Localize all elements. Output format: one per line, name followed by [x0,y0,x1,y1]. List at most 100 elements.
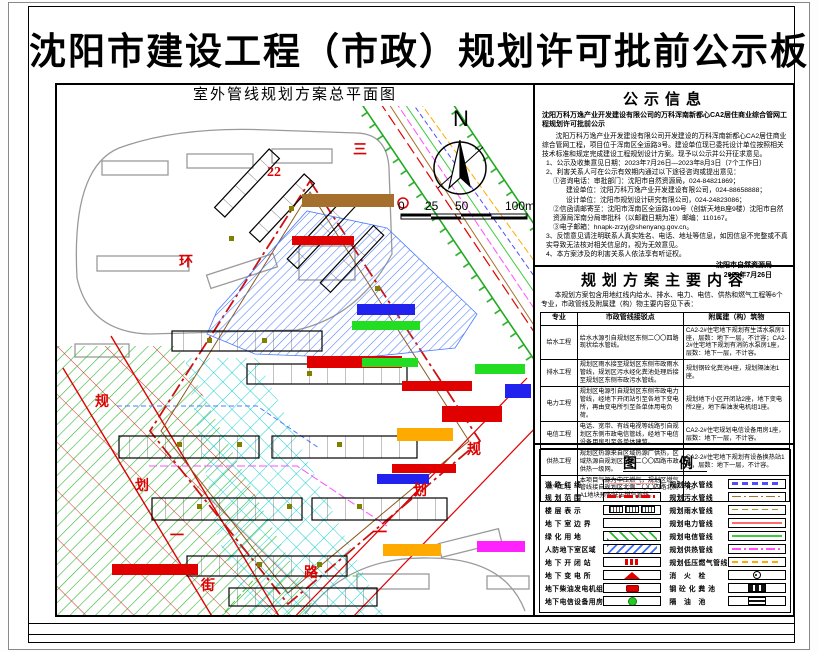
legend-item: 规划低压燃气管线 [669,556,786,569]
legend-item: 楼 层 表 示 [545,503,662,516]
svg-text:规: 规 [95,394,109,410]
signature-org: 沈阳市自然资源局 [716,262,772,270]
tree-markers [177,206,380,567]
th-facilities: 附属建（构）筑物 [682,311,791,326]
basement-boundary-swatch [603,517,662,528]
septic-tank-swatch [727,583,786,594]
legend-grid: 道 路 红 线 规 划 范 围 楼 层 表 示 地 下 室 边 界 [545,477,786,608]
map-area: 三 22 环 规 划 一 街 规 划 一 路 N [57,106,533,615]
notice-paragraph: 4、本方案涉及的利害关系人依法享有听证权。 [546,251,686,259]
content-frame: 室外管线规划方案总平面图 [55,83,795,617]
legend-item: 人防地下室区域 [545,542,662,555]
svg-text:街: 街 [200,577,215,594]
legend-item: 地 下 开 闭 站 [545,556,662,569]
civil-defense-swatch [603,544,662,555]
plan-content-section: 规划方案主要内容 本规划方案包含用地红线内给水、排水、电力、电信、供热和燃气工程… [535,267,795,503]
legend-item: 隔 油 池 [669,595,786,608]
legend-item: 地下电信设备用房 [545,595,662,608]
notice-headline: 沈阳万科万逸产业开发建设有限公司的万科浑南新都心CA2居住商业综合管网工程规划许… [542,112,788,129]
sewage-pipe-swatch [727,491,786,502]
substation-swatch [603,570,662,581]
table-row: 给水工程 给水水源引自规划区东侧二〇〇四路现状给水管线。 CA2-2#住宅地下规… [540,324,791,361]
legend-item: 绿 化 用 地 [545,529,662,542]
legend-item: 规划雨水管线 [669,503,786,516]
table-row: 电力工程 规划区电源引自规划区东侧市政电力管线，经地下开闭站引至各地下变电所，再… [540,386,791,422]
signature-date: 2023年7月26日 [723,272,772,280]
legend-column-left: 道 路 红 线 规 划 范 围 楼 层 表 示 地 下 室 边 界 [545,477,662,608]
svg-text:划: 划 [135,477,149,494]
plan-scope-swatch [603,491,662,502]
notice-paragraph: 建设单位：沈阳万科万逸产业开发建设有限公司，024-88658888； [566,187,767,195]
page-title: 沈阳市建设工程（市政）规划许可批前公示板 [29,32,809,73]
table-row: 供热工程 规划区热源来自区域热源厂供热，区域热源自规划区东侧二〇〇四路市政供热一… [540,447,791,476]
legend-title: 图 例 [623,457,707,472]
svg-text:划: 划 [413,482,427,499]
switch-station-swatch [603,557,662,568]
planned-street-lines [62,335,533,615]
grease-trap-swatch [727,596,786,607]
diesel-generator-swatch [603,583,662,594]
legend-column-right: 规划给水管线 规划污水管线 规划雨水管线 规划电力管线 [669,477,786,608]
table-header-row: 专业 市政管线接驳点 附属建（构）筑物 [540,311,791,326]
legend-item: 规划给水管线 [669,477,786,490]
th-connection: 市政管线接驳点 [576,311,684,326]
char-22: 22 [267,165,281,180]
notice-paragraph: ①咨询电话：审批部门：沈阳市自然资源局，024-84821869； [553,178,740,186]
notice-paragraph: ②信函请邮寄至：沈阳市浑南区全运路109号（创新天地B座9楼）沈阳市自然资源局浑… [553,205,784,222]
heat-pipe-swatch [727,544,786,555]
svg-text:规: 规 [467,442,481,458]
drawing-sheet: 沈阳市建设工程（市政）规划许可批前公示板 室外管线规划方案总平面图 [28,6,809,643]
svg-text:25: 25 [425,199,439,213]
legend-item: 地 下 室 边 界 [545,516,662,529]
map-panel: 室外管线规划方案总平面图 [57,85,535,615]
road-redline-swatch [603,478,662,489]
north-arrow-icon: N [433,106,487,195]
notice-paragraph: 沈阳万科万逸产业开发建设有限公司开发建设的万科浑南新都心CA2居住商业综合管网工… [542,132,787,159]
map-title: 室外管线规划方案总平面图 [57,85,533,107]
telecom-pipe-swatch [727,530,786,541]
notice-paragraph: 1、公示及收集意见日期：2023年7月26日—2023年8月3日（7个工作日） [546,160,766,168]
road-name-characters: 三 22 环 规 划 一 街 规 划 一 路 [95,143,481,594]
svg-text:一: 一 [373,526,387,541]
annotation-bars [112,194,531,575]
legend-item: 规划电力管线 [669,516,786,529]
site-plan-svg: 三 22 环 规 划 一 街 规 划 一 路 N [57,106,533,615]
svg-text:0: 0 [398,199,405,213]
notice-section: 公示信息 沈阳万科万逸产业开发建设有限公司的万科浑南新都心CA2居住商业综合管网… [535,85,795,279]
plan-table: 专业 市政管线接驳点 附属建（构）筑物 给水工程 给水水源引自规划区东侧二〇〇四… [540,311,791,503]
svg-text:一: 一 [170,529,184,544]
notice-signature: 沈阳市自然资源局 2023年7月26日 [542,261,788,281]
notice-paragraph: 3、反馈意见请注明联系人真实姓名、电话、地址等信息，如因信息不完整或不真实导致无… [546,232,788,249]
legend-section: 图 例 道 路 红 线 规 划 范 围 楼 层 表 示 [539,449,791,613]
notice-title: 公示信息 [622,92,707,108]
legend-item: 规划污水管线 [669,490,786,503]
plan-title: 规划方案主要内容 [580,273,749,289]
telecom-room-swatch [603,596,662,607]
floor-indicator-swatch [603,504,662,515]
legend-item: 道 路 红 线 [545,477,662,490]
north-label: N [453,106,469,131]
table-row: 排水工程 规划区雨水接至规划区东侧市政雨水管线，规划区污水经化粪池处理后接至规划… [540,359,791,388]
water-pipe-swatch [727,478,786,489]
power-pipe-swatch [727,517,786,528]
plan-intro: 本规划方案包含用地红线内给水、排水、电力、电信、供热和燃气工程等6个专业，市政管… [541,292,783,308]
legend-item: 规划供热管线 [669,542,786,555]
char-huan: 环 [179,254,193,270]
hydrant-swatch [727,570,786,581]
sheet-bottom-rule-1 [29,623,794,624]
notice-paragraph: 2、利害关系人可在公示有效期内通过以下途径咨询或提出意见： [546,169,741,177]
info-panel: 公示信息 沈阳万科万逸产业开发建设有限公司的万科浑南新都心CA2居住商业综合管网… [535,85,795,615]
scale-bar: 0 25 50 100m [398,199,533,220]
sheet-bottom-rule-2 [29,634,794,635]
notice-paragraph: 设计单位：沈阳市规划设计研究有限公司，024-24823086； [566,196,746,204]
svg-text:路: 路 [304,564,319,581]
greenery-swatch [603,530,662,541]
legend-item: 钢 砼 化 粪 池 [669,582,786,595]
legend-item: 消 火 栓 [669,569,786,582]
th-specialty: 专业 [540,311,578,326]
table-row: 电信工程 电话、宽带、有线电视等线路引自规划区东侧市政电信管线，经地下电信设备用… [540,420,791,449]
legend-item: 规 划 范 围 [545,490,662,503]
notice-paragraph: ③电子邮箱：hnapk-zrzyj@shenyang.gov.cn。 [553,223,694,231]
legend-item: 规划电信管线 [669,529,786,542]
